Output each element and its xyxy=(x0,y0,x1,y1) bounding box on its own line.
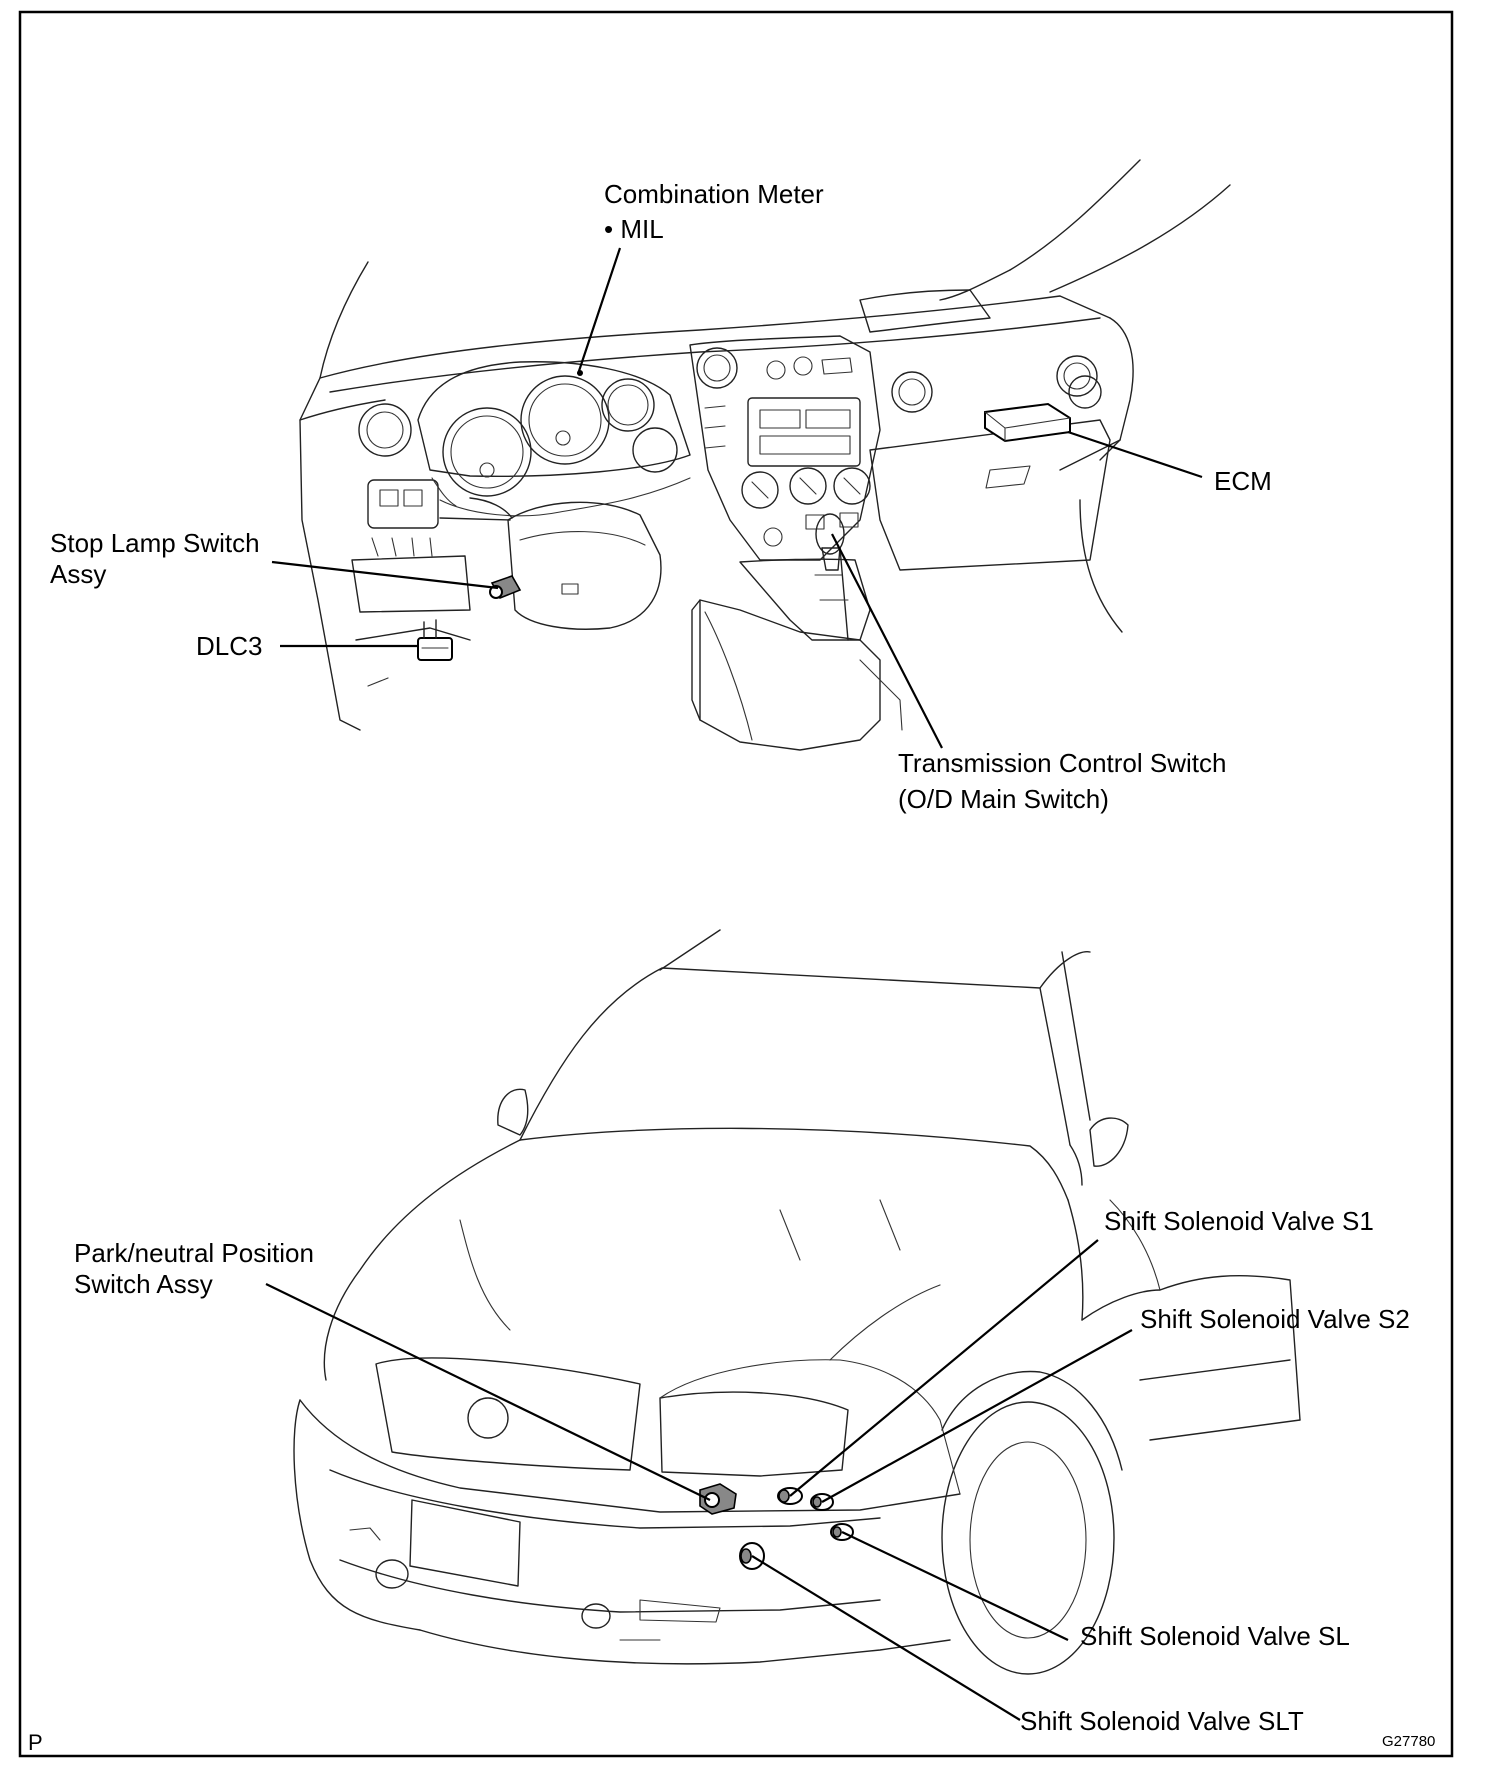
leader-shift-solenoid-s2 xyxy=(821,1329,1133,1503)
shift-solenoid-slt-icon xyxy=(739,1542,765,1570)
label-combination-meter: Combination Meter xyxy=(604,179,824,209)
label-park-neutral-line2: Switch Assy xyxy=(74,1269,213,1299)
dashboard-illustration xyxy=(299,159,1231,751)
dlc3-connector-icon xyxy=(417,619,453,661)
leader-shift-solenoid-slt xyxy=(751,1555,1021,1721)
label-shift-solenoid-sl: Shift Solenoid Valve SL xyxy=(1080,1621,1350,1651)
label-stop-lamp-switch-line2: Assy xyxy=(50,559,106,589)
label-ecm: ECM xyxy=(1214,466,1272,496)
label-stop-lamp-switch-line1: Stop Lamp Switch xyxy=(50,528,260,558)
ecm-unit-icon xyxy=(984,402,1071,443)
page-mark: P xyxy=(28,1730,43,1755)
leader-shift-solenoid-sl xyxy=(841,1531,1069,1641)
leader-shift-solenoid-s1 xyxy=(789,1239,1099,1497)
leader-stop-lamp-switch xyxy=(271,560,499,590)
stop-lamp-switch-icon xyxy=(489,575,522,600)
label-transmission-control-line2: (O/D Main Switch) xyxy=(898,784,1109,814)
leader-combination-meter xyxy=(576,247,622,375)
label-shift-solenoid-slt: Shift Solenoid Valve SLT xyxy=(1020,1706,1304,1736)
leader-ecm xyxy=(1067,430,1203,479)
label-dlc3: DLC3 xyxy=(196,631,262,661)
leader-transmission-control-switch xyxy=(831,533,943,749)
label-shift-solenoid-s1: Shift Solenoid Valve S1 xyxy=(1104,1206,1374,1236)
vehicle-front-illustration xyxy=(293,929,1301,1675)
leader-park-neutral-switch xyxy=(265,1283,711,1501)
label-park-neutral-line1: Park/neutral Position xyxy=(74,1238,314,1268)
label-transmission-control-line1: Transmission Control Switch xyxy=(898,748,1226,778)
park-neutral-switch-icon xyxy=(699,1483,737,1515)
figure-frame xyxy=(18,10,1454,1758)
label-mil: • MIL xyxy=(604,214,664,244)
label-shift-solenoid-s2: Shift Solenoid Valve S2 xyxy=(1140,1304,1410,1334)
figure-code: G27780 xyxy=(1382,1733,1435,1750)
